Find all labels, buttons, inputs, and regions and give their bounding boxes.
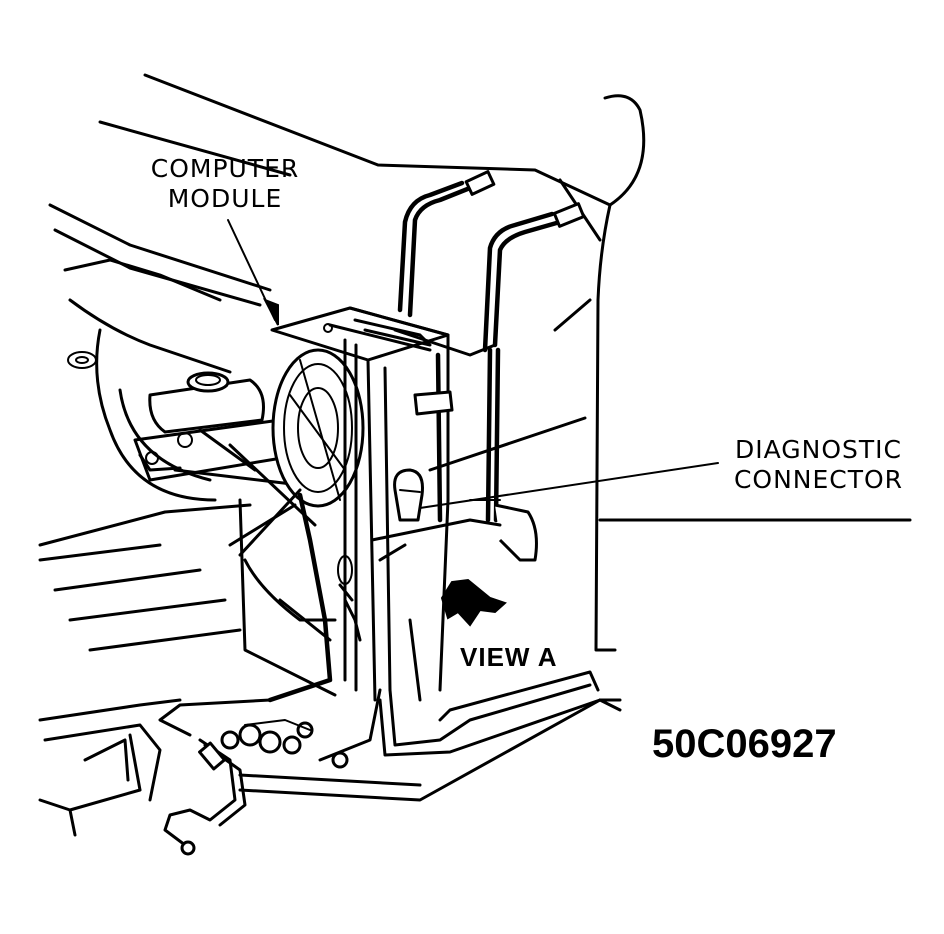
computer-module-label-line-2: MODULE [167, 184, 283, 213]
diagnostic-connector [370, 390, 538, 562]
computer-module-label: COMPUTER MODULE [145, 154, 305, 214]
diagnostic-connector-leader-line [419, 462, 719, 509]
computer-module [270, 306, 497, 702]
diagnostic-connector-label-line-1: DIAGNOSTIC [734, 435, 902, 464]
frame-rail [38, 698, 622, 837]
view-a-label: VIEW A [460, 642, 558, 672]
master-cylinder [133, 371, 317, 527]
inner-fender [38, 203, 272, 652]
brake-booster [271, 348, 365, 508]
firewall [238, 498, 422, 702]
wiring-harness [158, 488, 602, 856]
diagnostic-connector-label: DIAGNOSTIC CONNECTOR [726, 435, 911, 495]
figure-id: 50C06927 [652, 722, 837, 766]
computer-module-leader-arrowhead [262, 298, 279, 326]
brake-lines [397, 170, 586, 523]
view-a-arrow [440, 578, 507, 627]
computer-module-label-line-1: COMPUTER [150, 154, 300, 183]
diagnostic-connector-label-line-2: CONNECTOR [733, 465, 904, 494]
